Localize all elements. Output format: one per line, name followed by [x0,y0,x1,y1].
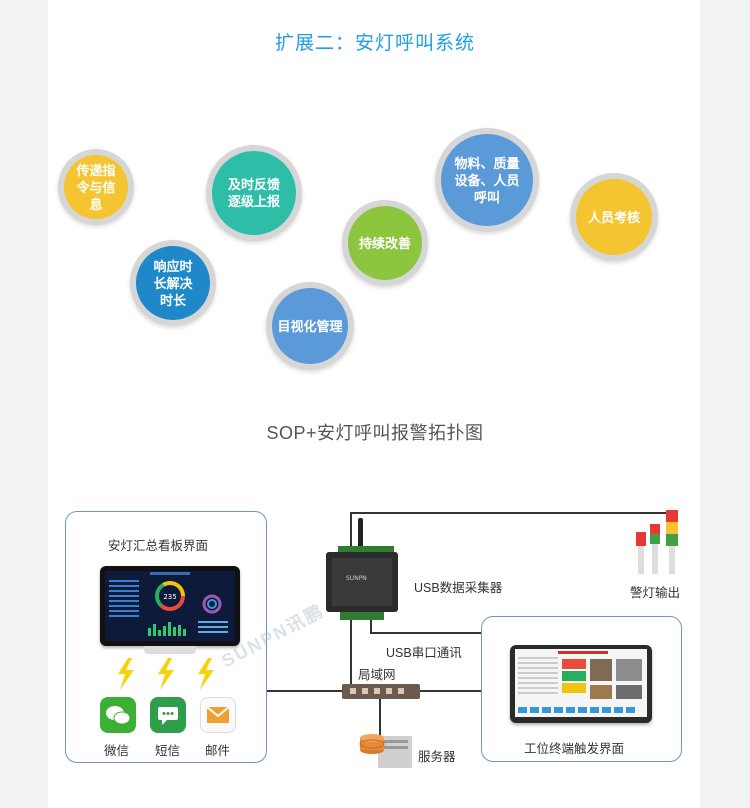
lightning-icon [118,658,134,690]
lightning-icon [198,658,214,690]
serial-label: USB串口通讯 [386,646,462,660]
feature-label: 响应时长解决时长 [136,246,210,320]
lightning-icon [158,658,174,690]
usb-collector-device: SUNPN [326,518,398,620]
serial-link-line [370,632,548,634]
wechat-icon [100,697,136,733]
feature-label: 人员考核 [576,179,652,255]
feature-label: 及时反馈逐级上报 [212,151,296,235]
feature-bubble-instruction: 传递指令与信息 [58,149,134,225]
dashboard-number: 235 [163,593,176,601]
feature-bubble-call: 物料、质量设备、人员呼叫 [435,128,539,232]
collector-label: USB数据采集器 [414,581,503,595]
dashboard-stand [144,646,196,654]
dashboard-screen: 235 [100,566,240,646]
feature-label: 传递指令与信息 [64,155,128,219]
feature-bubble-improvement: 持续改善 [342,200,428,286]
dashboard-label: 安灯汇总看板界面 [108,539,209,553]
feature-bubble-visual: 目视化管理 [266,282,354,370]
channel-label-wechat: 微信 [104,744,130,758]
feature-bubble-assessment: 人员考核 [570,173,658,261]
topology-title: SOP+安灯呼叫报警拓扑图 [266,423,484,443]
alarm-lamps [636,510,678,574]
feature-bubble-duration: 响应时长解决时长 [130,240,216,326]
sms-icon [150,697,186,733]
mail-icon [200,697,236,733]
feature-label: 物料、质量设备、人员呼叫 [441,134,533,226]
channel-label-mail: 邮件 [205,744,231,758]
serial-link-drop [370,620,372,632]
notify-bolts [118,658,214,690]
server-label: 服务器 [418,750,456,764]
page-title: 扩展二：安灯呼叫系统 [274,33,475,54]
channel-label-sms: 短信 [155,744,181,758]
terminal-screen [510,645,652,723]
lamp-link-line-top [350,512,677,514]
feature-bubble-feedback: 及时反馈逐级上报 [206,145,302,241]
server-link-line [379,690,381,736]
dashboard-graphic: 235 [105,571,235,641]
network-switch [342,684,420,699]
feature-label: 持续改善 [348,206,422,280]
terminal-graphic [515,649,647,717]
terminal-label: 工位终端触发界面 [524,742,625,756]
lan-label: 局域网 [358,668,396,682]
lamp-label: 警灯输出 [630,586,681,600]
collector-brand: SUNPN [346,575,367,582]
feature-label: 目视化管理 [272,288,348,364]
server-icon [359,734,412,768]
